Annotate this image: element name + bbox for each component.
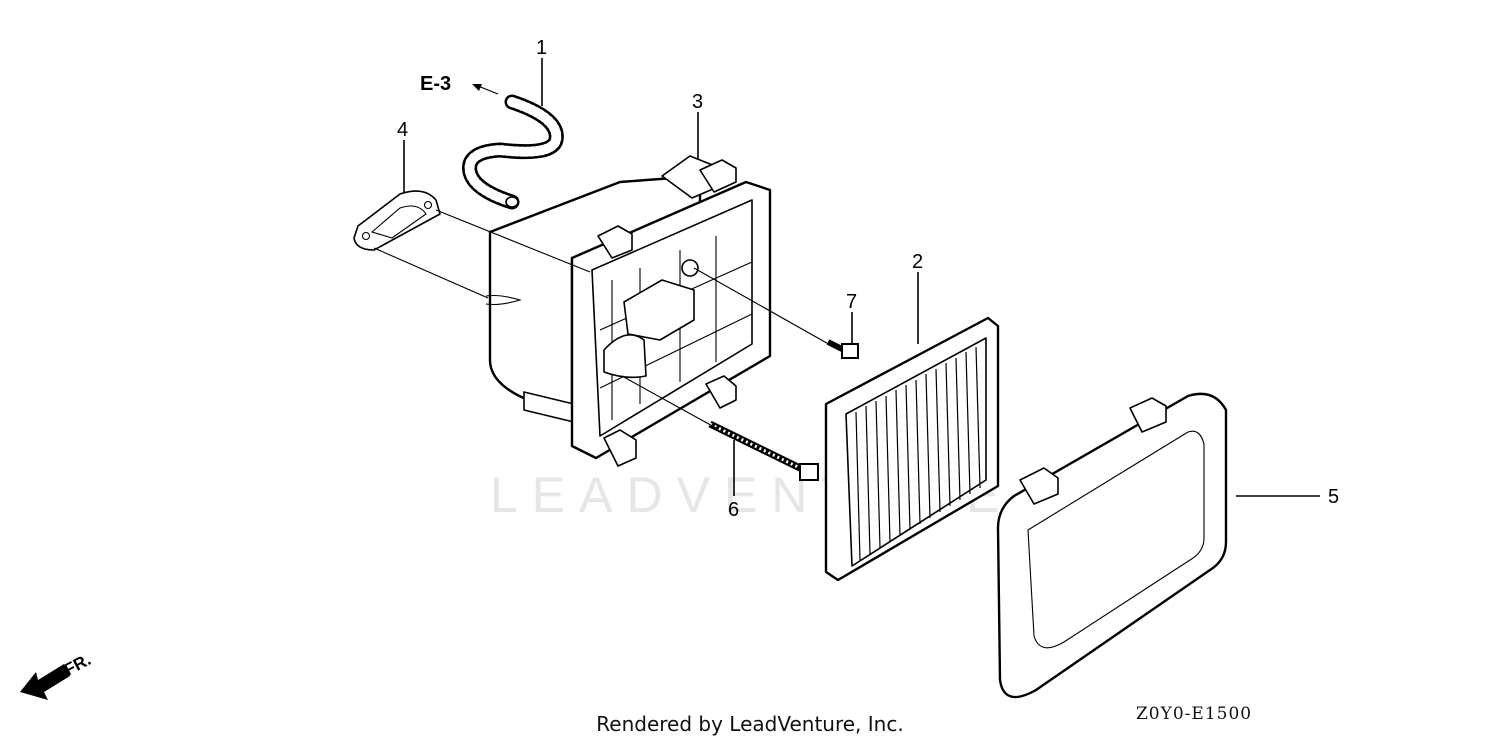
air-cleaner-case-part[interactable] <box>485 155 772 467</box>
leader-lines <box>403 58 1320 497</box>
long-bolt-part[interactable] <box>708 420 819 481</box>
callout-7: 7 <box>846 291 857 313</box>
callout-5: 5 <box>1328 486 1339 508</box>
assembly-lines <box>373 209 833 429</box>
callout-6: 6 <box>728 499 739 521</box>
reference-arrow-icon <box>472 84 499 95</box>
small-bolt-part[interactable] <box>826 339 859 359</box>
filter-cover-part[interactable] <box>996 392 1228 699</box>
footer-credit: Rendered by LeadVenture, Inc. <box>596 712 904 736</box>
breather-tube-part[interactable] <box>462 94 564 210</box>
air-filter-part[interactable] <box>824 316 1000 582</box>
callout-2: 2 <box>912 251 923 273</box>
callout-3: 3 <box>692 91 703 113</box>
reference-label: E-3 <box>420 73 451 95</box>
front-arrow-icon <box>20 664 70 700</box>
diagram-code: Z0Y0-E1500 <box>1136 704 1253 724</box>
callout-1: 1 <box>536 37 547 59</box>
callout-4: 4 <box>397 119 408 141</box>
gasket-part[interactable] <box>353 190 441 251</box>
